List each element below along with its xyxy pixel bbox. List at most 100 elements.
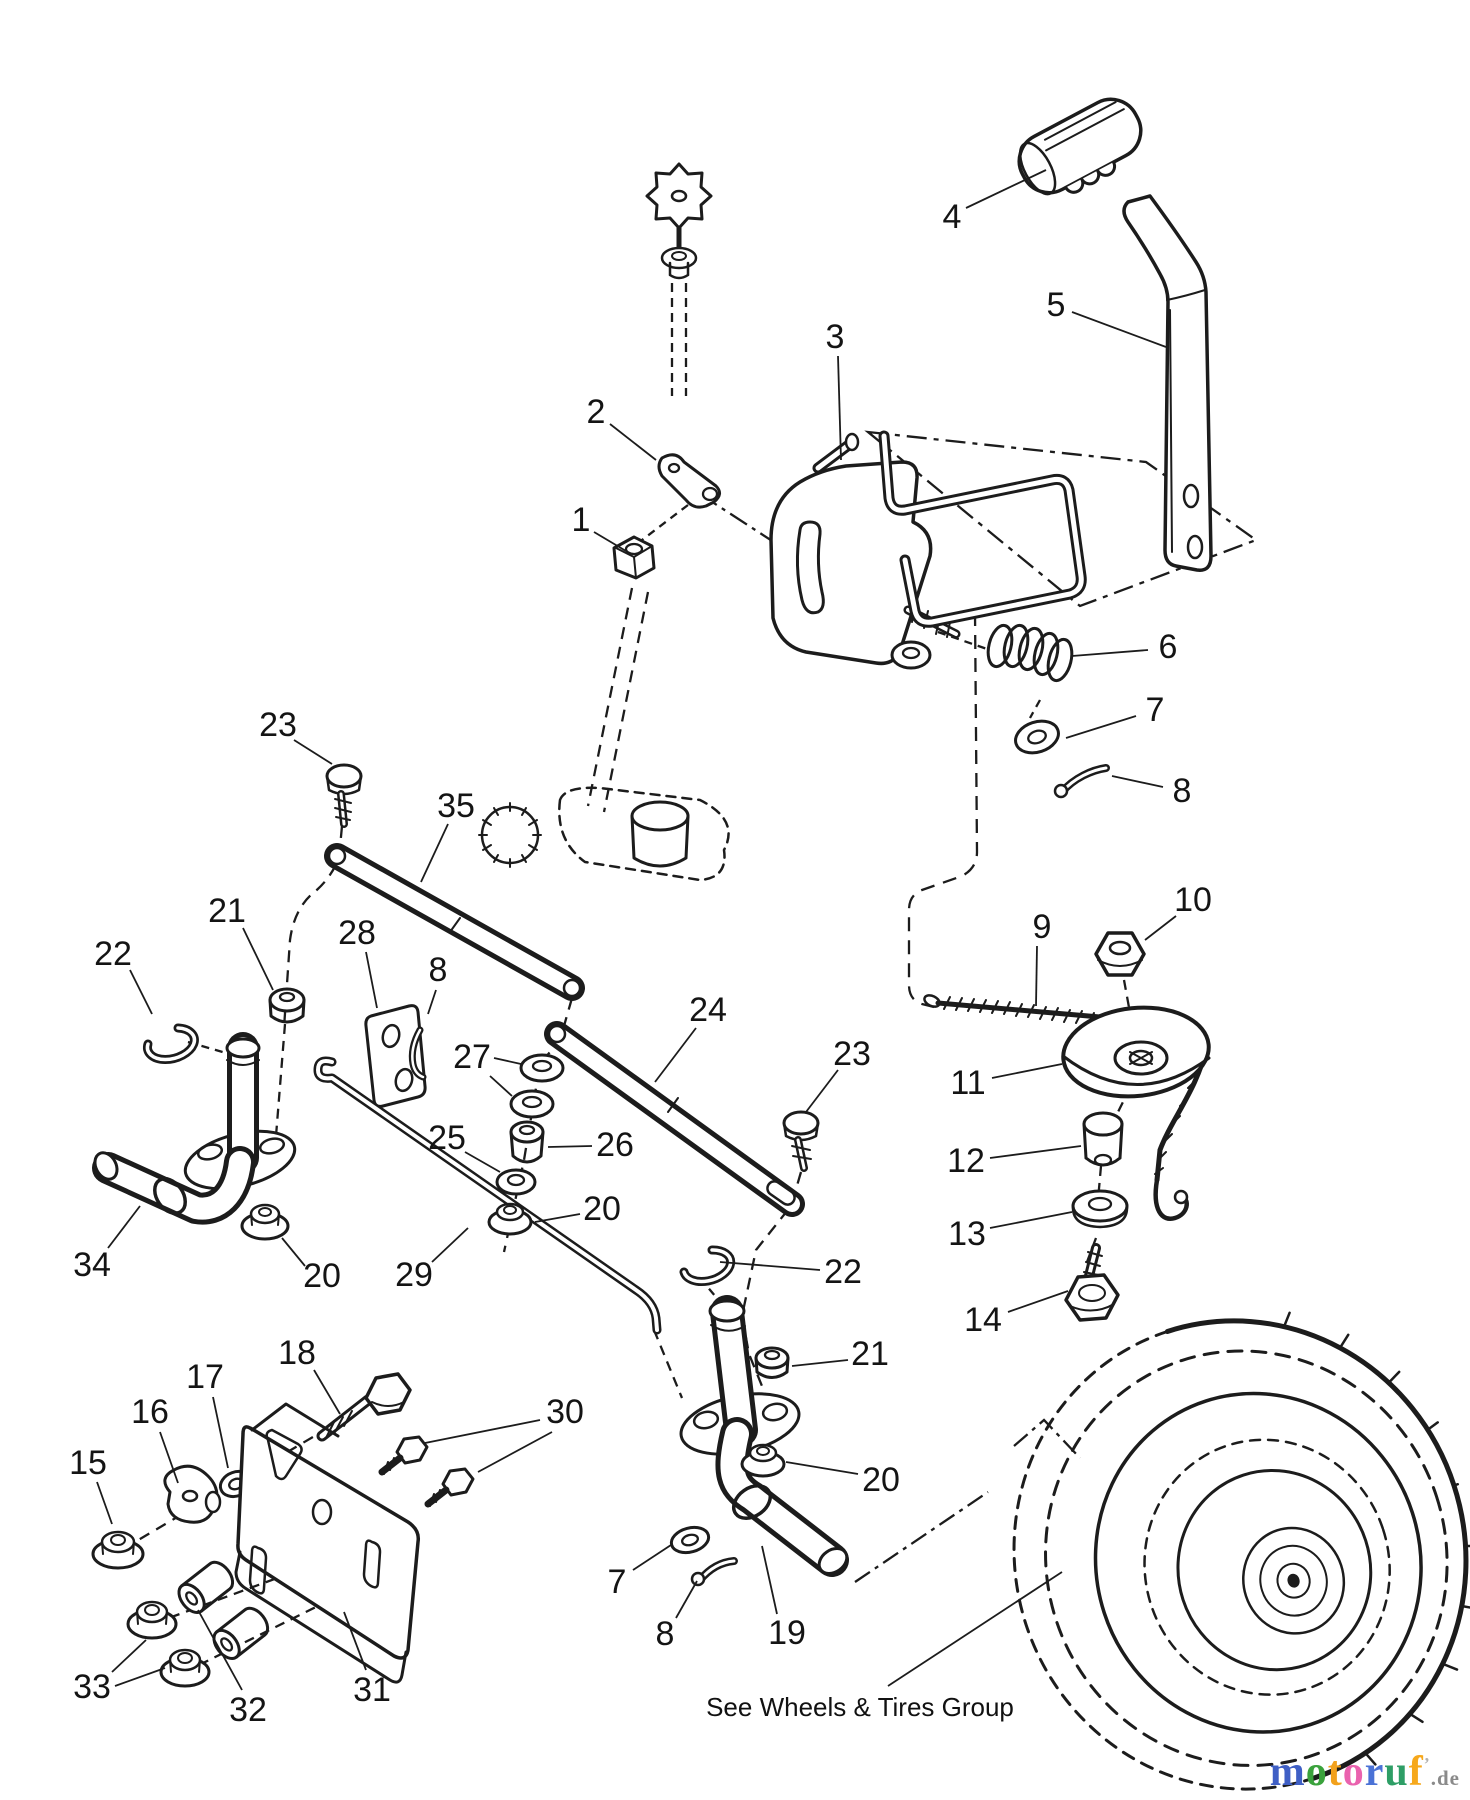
callout-24: 24: [689, 991, 727, 1029]
callout-12: 12: [947, 1142, 985, 1180]
leader-line-1: [593, 531, 627, 552]
leader-line-26: [547, 1145, 593, 1148]
callout-7: 7: [608, 1563, 627, 1601]
part-lever-5: [1122, 194, 1213, 572]
leader-line-27: [493, 1057, 522, 1065]
callout-17: 17: [186, 1358, 224, 1396]
part-washer-7a: [1014, 719, 1060, 755]
callout-25: 25: [428, 1119, 466, 1157]
callout-8: 8: [656, 1615, 675, 1653]
leader-line-11: [991, 1063, 1063, 1079]
callout-21: 21: [851, 1335, 889, 1373]
part-nut-1: [612, 535, 656, 580]
part-spring-6: [986, 623, 1074, 683]
callout-5: 5: [1047, 286, 1066, 324]
leader-line-25: [464, 1151, 501, 1173]
part-bolt-23a: [325, 763, 363, 828]
leader-line-20: [785, 1461, 859, 1475]
leader-line-21: [242, 927, 274, 991]
callout-30: 30: [546, 1393, 584, 1431]
callout-10: 10: [1174, 881, 1212, 919]
callout-15: 15: [69, 1444, 107, 1482]
part-nuts-33: [126, 1600, 211, 1688]
callout-9: 9: [1033, 908, 1052, 946]
phantom-mount-outline: [864, 430, 1259, 608]
leader-line-30: [477, 1431, 553, 1473]
leader-line-20: [534, 1213, 581, 1223]
leader-line-22: [719, 1261, 821, 1271]
callout-35: 35: [437, 787, 475, 825]
part-nut-20c: [740, 1443, 786, 1478]
part-spacers-32: [177, 1560, 270, 1660]
part-link-bar-24: [544, 1021, 805, 1217]
callout-20: 20: [862, 1461, 900, 1499]
part-spacer-12: [1082, 1111, 1124, 1167]
leader-line-7: [632, 1544, 672, 1571]
callout-22: 22: [94, 935, 132, 973]
note-leader-line: [887, 1571, 1063, 1687]
part-coupler-2: [657, 453, 721, 509]
tire-tread-ticks: [1282, 1311, 1470, 1766]
callout-2: 2: [587, 393, 606, 431]
callout-14: 14: [964, 1301, 1002, 1339]
callout-13: 13: [948, 1215, 986, 1253]
part-plate-28: [364, 1004, 427, 1108]
part-bracket-31: [234, 1402, 421, 1684]
watermark: motoruf’.de: [1270, 1748, 1460, 1796]
leader-line-35: [420, 823, 449, 883]
callout-29: 29: [395, 1256, 433, 1294]
leader-line-17: [212, 1396, 229, 1469]
callout-leader-lines: [96, 169, 1177, 1691]
callout-3: 3: [826, 318, 845, 356]
leader-line-8: [1111, 775, 1164, 788]
leader-line-3: [837, 355, 842, 461]
leader-line-8: [675, 1580, 698, 1619]
part-bolts-30: [378, 1435, 475, 1508]
watermark-suffix: .de: [1430, 1766, 1460, 1790]
leader-line-32: [197, 1609, 243, 1691]
leader-line-30: [424, 1419, 541, 1444]
part-caster-19: [679, 1295, 849, 1577]
callout-8: 8: [429, 951, 448, 989]
part-nut-20a: [240, 1203, 290, 1241]
leader-line-4: [965, 169, 1047, 209]
threaded-rod: [670, 283, 688, 396]
note-wheels-tires: See Wheels & Tires Group: [706, 1692, 1014, 1722]
part-nut-10: [1094, 931, 1146, 977]
watermark-letter: t: [1327, 1749, 1343, 1795]
part-nut-20b: [487, 1202, 533, 1236]
part-bracket-3: [769, 432, 961, 670]
leader-line-18: [313, 1369, 341, 1415]
leader-line-7: [1065, 715, 1137, 739]
callout-28: 28: [338, 914, 376, 952]
leader-line-16: [159, 1431, 179, 1484]
part-caster-34: [92, 1032, 297, 1225]
leader-line-34: [107, 1205, 141, 1249]
part-cam-16: [163, 1464, 222, 1524]
part-wheel: [1012, 1311, 1470, 1791]
part-bolt-23b: [782, 1110, 820, 1172]
leader-line-2: [609, 423, 657, 461]
callout-1: 1: [572, 501, 591, 539]
leader-line-33: [114, 1667, 166, 1687]
leader-line-20: [281, 1237, 306, 1267]
watermark-tick: ’: [1423, 1754, 1431, 1774]
callout-26: 26: [596, 1126, 634, 1164]
callout-4: 4: [943, 198, 962, 236]
watermark-letter: r: [1364, 1749, 1385, 1795]
leader-line-23: [805, 1069, 839, 1113]
callout-16: 16: [131, 1393, 169, 1431]
watermark-letter: m: [1269, 1749, 1306, 1795]
leader-line-29: [431, 1227, 469, 1263]
leader-line-23: [293, 739, 333, 765]
part-nut-15: [91, 1530, 145, 1570]
callout-19: 19: [768, 1614, 806, 1652]
part-wire-loop: [878, 430, 1087, 628]
leader-line-6: [1071, 649, 1149, 657]
leader-line-33: [111, 1639, 147, 1673]
part-nut-21a: [268, 987, 306, 1024]
part-spacer-26: [509, 1120, 545, 1164]
leader-line-13: [989, 1211, 1073, 1229]
callout-33: 33: [73, 1668, 111, 1706]
